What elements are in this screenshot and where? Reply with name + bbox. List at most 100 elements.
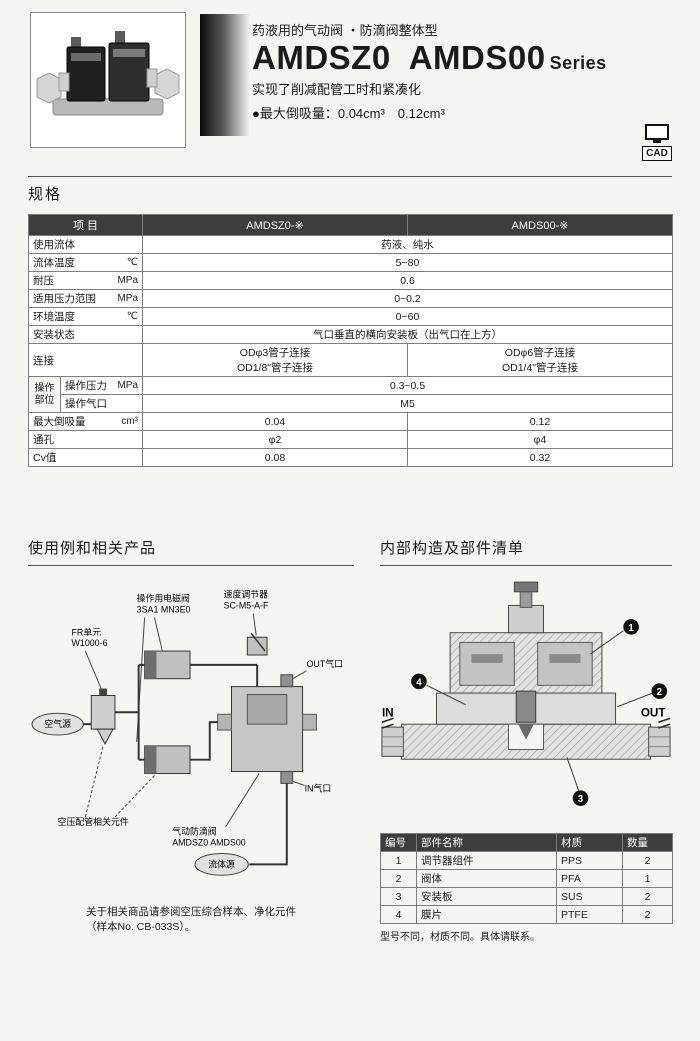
spec-value-model2: 0.32: [407, 448, 673, 467]
spec-row-ambient-temp: 环境温度 ℃ 0~60: [28, 307, 673, 326]
in-port-fitting: [280, 771, 294, 784]
spec-label: 通孔: [28, 430, 143, 449]
connection-line2: OD1/8"管子连接: [236, 362, 314, 374]
spec-row-mounting: 安装状态 气口垂直的横向安装板（出气口在上方）: [28, 325, 673, 344]
callout-4-number: 4: [416, 677, 422, 688]
spec-label: 环境温度: [33, 311, 75, 323]
usage-footnote-line1: 关于相关商品请参阅空压综合样本、净化元件: [86, 906, 296, 918]
callout-3: [572, 790, 589, 806]
callout-4: [411, 673, 427, 690]
spec-label: 连接: [28, 343, 143, 377]
fr-unit-symbol: [90, 695, 116, 730]
solenoid-valve-label: 操作用电磁阀: [137, 593, 190, 604]
spec-value: 0~0.2: [142, 289, 673, 308]
spec-value: 5~80: [142, 253, 673, 272]
spec-value: M5: [142, 394, 673, 413]
air-source-symbol: [31, 712, 84, 736]
spec-label: 适用压力范围: [33, 293, 96, 305]
part-qty: 1: [622, 869, 673, 888]
parts-header-qty: 数量: [622, 833, 673, 852]
connection-line1: ODφ3管子连接: [239, 347, 311, 359]
spec-label: 安装状态: [28, 325, 143, 344]
cad-mark: CAD: [642, 124, 672, 161]
spec-unit: ℃: [126, 257, 138, 268]
spec-header-model2: AMDS00-※: [407, 214, 673, 236]
spec-row-cv: Cv值 0.08 0.32: [28, 448, 673, 467]
speed-controller-label: 速度调节器: [224, 589, 268, 600]
spec-value: 0.6: [142, 271, 673, 290]
spec-label: 使用流体: [28, 235, 143, 254]
spec-value-model2: ODφ6管子连接 OD1/4"管子连接: [407, 343, 673, 377]
internal-structure-diagram: IN OUT 1 2 3 4: [381, 581, 671, 806]
spec-section-title: 规格: [28, 186, 63, 203]
spec-row-fluid: 使用流体 药液、纯水: [28, 235, 673, 254]
out-label: OUT: [641, 706, 666, 719]
parts-header-material: 材质: [556, 833, 623, 852]
part-no: 1: [380, 851, 417, 870]
part-material: PTFE: [556, 905, 623, 924]
in-label: IN: [382, 706, 394, 719]
parts-row-1: 1 调节器组件 PPS 2: [380, 851, 673, 870]
fluid-source-symbol: [194, 853, 249, 876]
air-source-label: 空气源: [44, 718, 71, 729]
part-material: PPS: [556, 851, 623, 870]
part-no: 2: [380, 869, 417, 888]
piping-parts-label: 空压配管相关元件: [58, 816, 129, 827]
spec-table: 项 目 AMDSZ0-※ AMDS00-※ 使用流体 药液、纯水 流体温度 ℃ 5…: [28, 214, 673, 467]
part-qty: 2: [622, 887, 673, 906]
speed-controller-symbol: [246, 636, 268, 656]
part-qty: 2: [622, 851, 673, 870]
connection-line2: OD1/4"管子连接: [501, 362, 579, 374]
spec-value-model2: φ4: [407, 430, 673, 449]
spec-row-connection: 连接 ODφ3管子连接 OD1/8"管子连接 ODφ6管子连接 OD1/4"管子…: [28, 343, 673, 377]
parts-table: 编号 部件名称 材质 数量 1 调节器组件 PPS 2 2: [380, 833, 673, 924]
parts-table-footnote: 型号不同，材质不同。具体请联系。: [380, 932, 540, 943]
model-name-1: AMDSZ0: [252, 39, 391, 76]
structure-section-title: 内部构造及部件清单: [380, 537, 672, 566]
series-label: Series: [549, 53, 607, 73]
cad-monitor-icon: [645, 124, 669, 143]
spec-row-fluid-temp: 流体温度 ℃ 5~80: [28, 253, 673, 272]
usage-footnote: 关于相关商品请参阅空压综合样本、净化元件 （样本No. CB-033S）。: [86, 905, 354, 934]
spec-unit: ℃: [126, 311, 138, 322]
in-fitting: [381, 726, 404, 757]
callout-1-number: 1: [628, 623, 634, 634]
spec-value: 0~60: [142, 307, 673, 326]
spec-unit: MPa: [117, 275, 138, 286]
actuator-cap: [507, 604, 545, 634]
usage-example-diagram: FR单元 W1000-6 操作用电磁阀 3SA1 MN3E0 速度调节器 SC-…: [31, 589, 343, 876]
fr-unit-model: W1000-6: [72, 638, 108, 648]
out-fitting: [648, 726, 671, 757]
spec-header-model1: AMDSZ0-※: [142, 214, 408, 236]
spec-value: 药液、纯水: [142, 235, 673, 254]
feature-bullet: ●最大倒吸量：0.04cm³ 0.12cm³: [252, 105, 445, 121]
part-name: 膜片: [416, 905, 557, 924]
usage-section: 使用例和相关产品 FR单元 W1000-6 操作用电磁阀 3SA1 MN3E0 …: [28, 537, 354, 943]
spec-header-row: 项 目 AMDSZ0-※ AMDS00-※: [28, 214, 673, 236]
part-name: 调节器组件: [416, 851, 557, 870]
out-port-label: OUT气口: [307, 658, 343, 669]
spec-label: Cv值: [28, 448, 143, 467]
drip-proof-valve-model: AMDSZ0 AMDS00: [172, 838, 246, 848]
part-material: SUS: [556, 887, 623, 906]
spec-label: 流体温度: [33, 257, 75, 269]
product-tagline: 实现了削减配管工时和紧凑化: [252, 81, 422, 97]
product-photo-image: [31, 13, 185, 147]
spec-section: 规格 项 目 AMDSZ0-※ AMDS00-※ 使用流体 药液、纯水 流体温度…: [28, 176, 673, 467]
spec-unit: cm³: [121, 416, 138, 427]
spec-value: 0.3~0.5: [142, 376, 673, 395]
part-material: PFA: [556, 869, 623, 888]
spec-value: 气口垂直的横向安装板（出气口在上方）: [142, 325, 673, 344]
parts-header-no: 编号: [380, 833, 417, 852]
part-no: 3: [380, 887, 417, 906]
drip-proof-valve-label: 气动防滴阀: [172, 826, 216, 837]
part-name: 阀体: [416, 869, 557, 888]
part-no: 4: [380, 905, 417, 924]
